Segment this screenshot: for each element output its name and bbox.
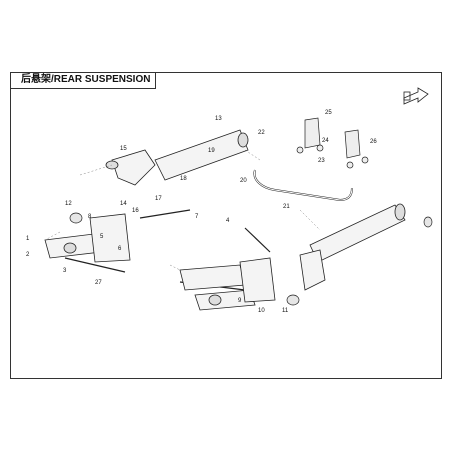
callout-label: 17 <box>155 196 162 202</box>
upper-swing-arm-left <box>105 129 249 186</box>
upper-swing-arm-right <box>299 203 406 291</box>
callout-label: 19 <box>208 148 215 154</box>
callout-label: 5 <box>100 234 104 240</box>
callout-label: 6 <box>118 246 122 252</box>
callout-label: 4 <box>226 218 230 224</box>
link-brackets <box>296 117 369 169</box>
callout-label: 18 <box>180 176 187 182</box>
callout-label: 22 <box>258 130 265 136</box>
callout-labels: 1 2 3 4 5 6 7 8 9 10 11 12 13 14 15 16 1… <box>26 110 377 314</box>
callout-label: 9 <box>238 298 242 304</box>
callout-label: 2 <box>26 252 30 258</box>
stabilizer-bar <box>253 169 353 202</box>
stabilizer-bar-outline <box>253 169 353 201</box>
callout-label: 8 <box>88 214 92 220</box>
callout-label: 25 <box>325 110 332 116</box>
callout-label: 11 <box>282 308 289 314</box>
diagram-frame <box>10 72 442 379</box>
callout-label: 12 <box>65 201 72 207</box>
callout-label: 23 <box>318 158 325 164</box>
diagram-title: 后悬架/REAR SUSPENSION <box>21 74 151 85</box>
callout-label: 1 <box>26 236 30 242</box>
callout-label: 20 <box>240 178 247 184</box>
callout-label: 7 <box>195 214 199 220</box>
bushings <box>69 212 433 306</box>
callout-label: 14 <box>120 201 127 207</box>
callout-label: 26 <box>370 139 377 145</box>
callout-label: 24 <box>322 138 329 144</box>
callout-label: 13 <box>215 116 222 122</box>
front-direction-arrow-icon <box>403 87 429 105</box>
callout-label: 15 <box>120 146 127 152</box>
callout-label: 21 <box>283 204 290 210</box>
lower-arm-center <box>179 257 276 311</box>
callout-label: 27 <box>95 280 102 286</box>
lower-arm-left <box>44 213 131 263</box>
leader-lines <box>44 149 321 271</box>
callout-label: 16 <box>132 208 139 214</box>
callout-label: 3 <box>63 268 67 274</box>
title-tab <box>10 72 156 89</box>
callout-label: 10 <box>258 308 265 314</box>
